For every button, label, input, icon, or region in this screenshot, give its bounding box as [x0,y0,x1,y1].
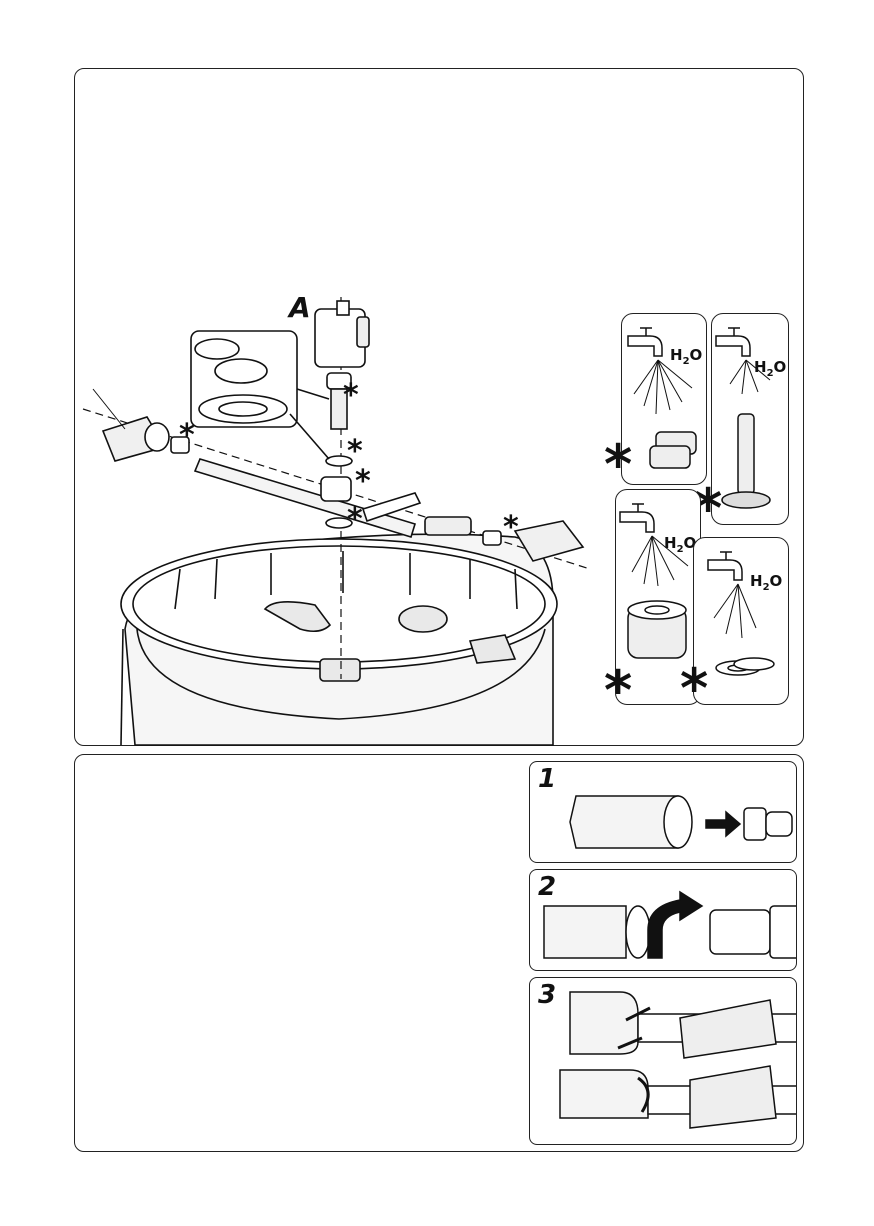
step-1: 1 [529,761,797,863]
marker-star: * [179,421,195,451]
tap-icon [694,538,790,706]
water-label: H2O [664,534,696,555]
marker-star: * [503,513,519,543]
water-label: H2O [750,572,782,593]
step-3: 3 [529,977,797,1145]
marker-star: * [343,381,359,411]
tap-icon [712,314,790,526]
step-1-illustration [530,762,797,863]
marker-star: * [347,505,363,535]
step-3-illustration [530,978,797,1145]
step-2-illustration [530,870,797,971]
rinse-inset-valves: H2O * [621,313,707,485]
marker-star: * [604,438,632,492]
part-a-label: A [289,291,311,324]
water-label: H2O [670,346,702,367]
rinse-inset-washers: H2O * [693,537,789,705]
rinse-inset-connector: H2O * [711,313,789,525]
marker-star: * [604,664,632,718]
exploded-view-panel: A * * * * * * H2O * [74,68,804,746]
tap-icon [622,314,708,486]
marker-star: * [355,467,371,497]
water-label: H2O [754,358,786,379]
marker-star: * [347,437,363,467]
marker-star: * [680,662,708,716]
assembly-steps-panel: 1 2 3 [74,754,804,1152]
step-2: 2 [529,869,797,971]
